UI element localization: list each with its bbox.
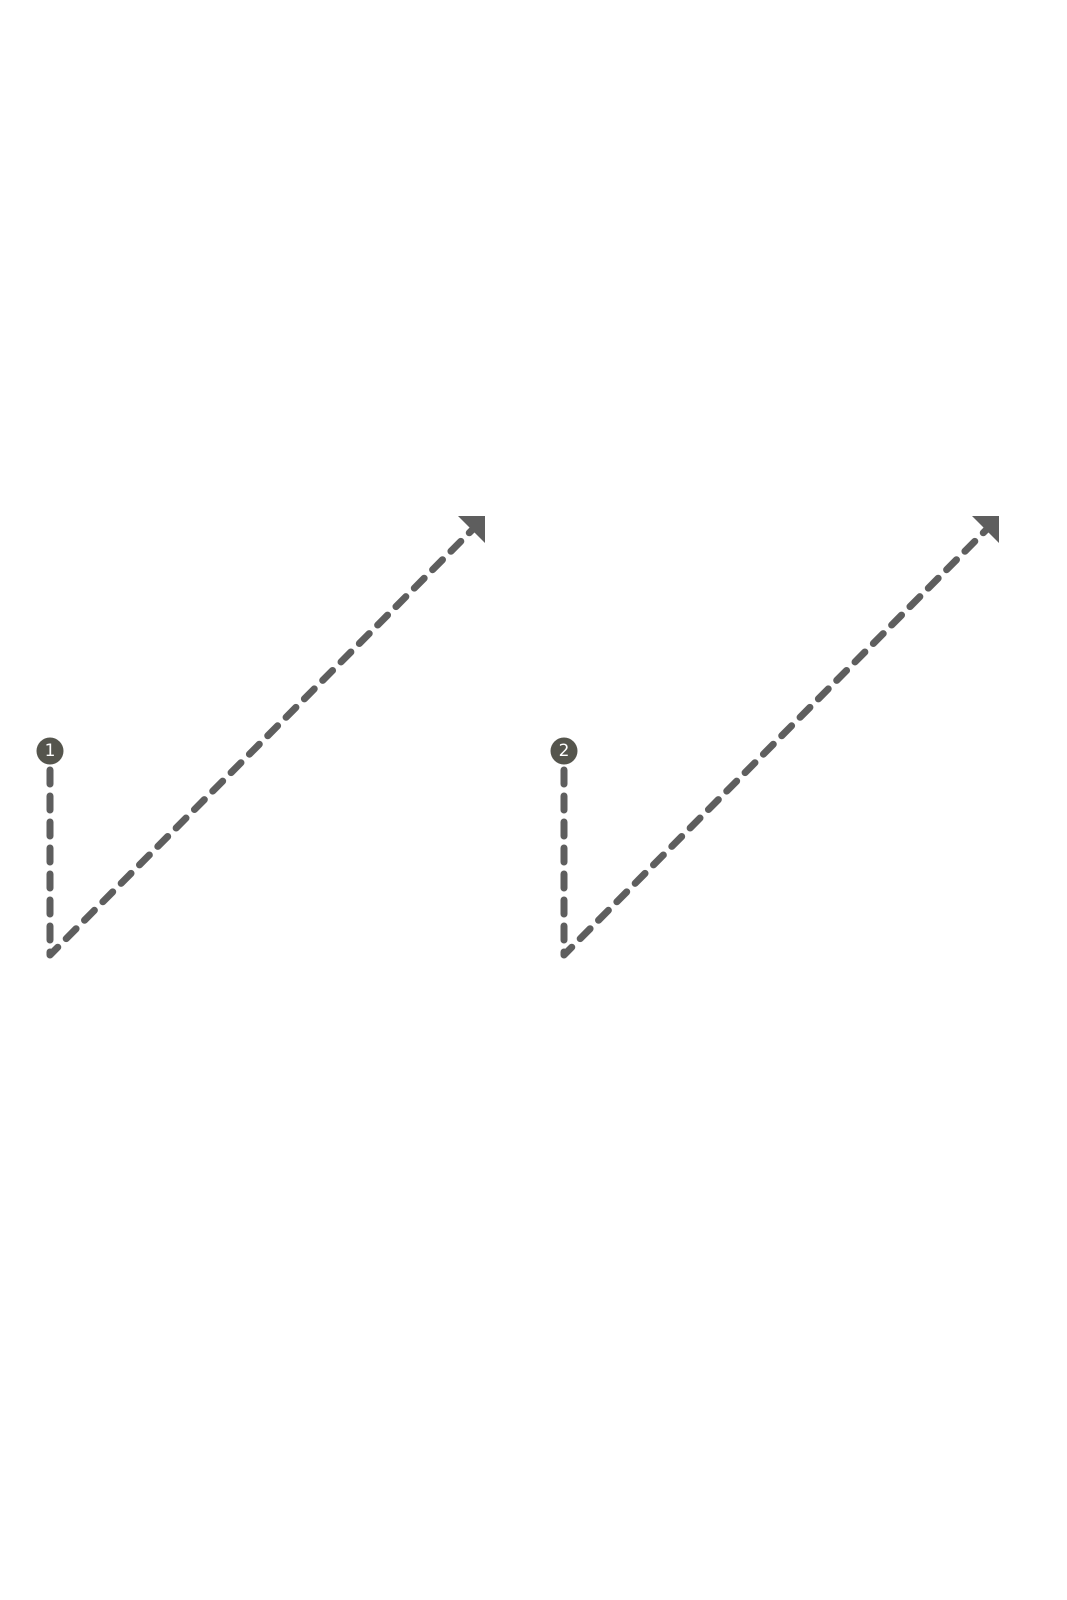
stroke-2-number-badge [550,737,578,765]
stroke-1: 1 [36,516,485,959]
stroke-2: 2 [550,516,999,959]
stroke-1-number: 1 [45,741,56,761]
stroke-1-path [46,518,484,959]
stroke-2-path [560,518,998,959]
stroke-2-number: 2 [559,741,570,761]
stroke-2-arrowhead-icon [972,516,999,543]
stroke-1-arrowhead-icon [458,516,485,543]
stroke-1-number-badge [36,737,64,765]
